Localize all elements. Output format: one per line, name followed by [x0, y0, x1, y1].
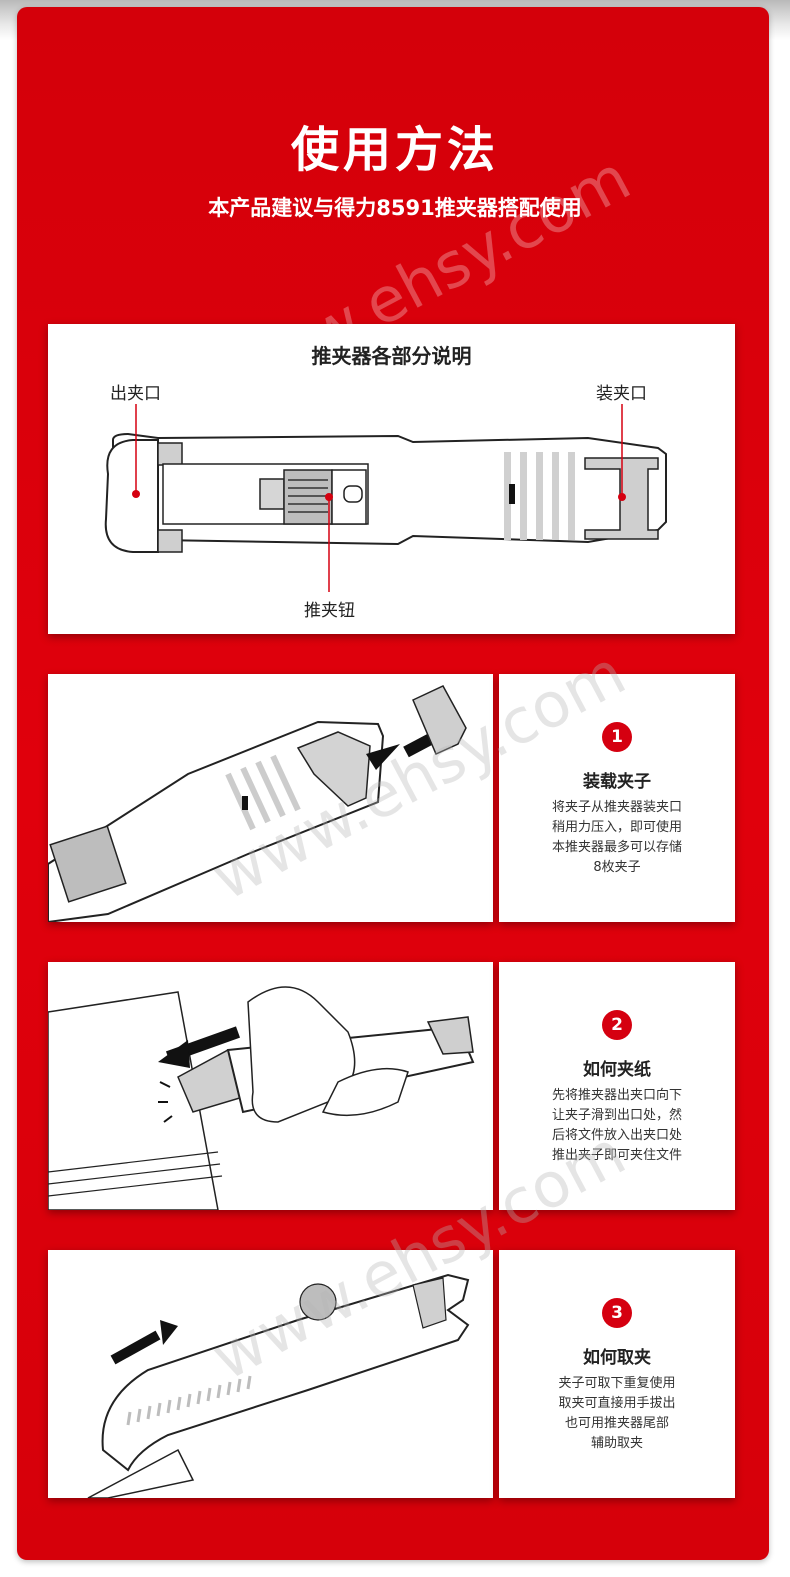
clip-paper-illustration — [48, 986, 475, 1210]
step3-line: 夹子可取下重复使用 — [558, 1376, 676, 1391]
step2-title: 如何夹纸 — [583, 1060, 651, 1080]
step1-line: 本推夹器最多可以存储 — [551, 840, 682, 855]
step1-number-badge: 1 — [602, 722, 632, 752]
parts-title: 推夹器各部分说明 — [311, 344, 472, 368]
step2-line: 让夹子滑到出口处，然 — [551, 1108, 682, 1123]
step3-text-card: 3 如何取夹 夹子可取下重复使用 取夹可直接用手拔出 也可用推夹器尾部 辅助取夹 — [499, 1250, 735, 1498]
step3-number-badge: 3 — [602, 1298, 632, 1328]
step3-line: 也可用推夹器尾部 — [564, 1416, 669, 1431]
step2-line: 后将文件放入出夹口处 — [551, 1128, 682, 1143]
step1-line: 稍用力压入，即可使用 — [551, 820, 682, 835]
remove-clip-illustration — [87, 1273, 470, 1498]
step2-illustration — [48, 962, 493, 1210]
step1-line: 8枚夹子 — [593, 860, 641, 875]
step2-line: 先将推夹器出夹口向下 — [551, 1088, 682, 1103]
load-clip-illustration — [48, 685, 467, 922]
step1-text-card: 1 装载夹子 将夹子从推夹器装夹口 稍用力压入，即可使用 本推夹器最多可以存储 … — [499, 674, 735, 922]
step1-illustration — [48, 674, 493, 922]
inlet-label: 装夹口 — [596, 384, 647, 404]
page-subtitle: 本产品建议与得力8591推夹器搭配使用 — [208, 196, 582, 220]
step2-description: 先将推夹器出夹口向下 让夹子滑到出口处，然 后将文件放入出夹口处 推出夹子即可夹… — [499, 1086, 735, 1166]
step2-number-badge: 2 — [602, 1010, 632, 1040]
clip-pusher-diagram — [104, 404, 667, 592]
step3-line: 取夹可直接用手拔出 — [558, 1396, 676, 1411]
step3-illustration — [48, 1250, 493, 1498]
step2-line: 推出夹子即可夹住文件 — [551, 1148, 682, 1163]
outlet-label: 出夹口 — [110, 384, 161, 404]
parts-card: 推夹器各部分说明 出夹口 装夹口 推夹钮 — [48, 324, 735, 634]
step3-title: 如何取夹 — [583, 1348, 651, 1368]
push-button-label: 推夹钮 — [304, 601, 355, 621]
step3-description: 夹子可取下重复使用 取夹可直接用手拔出 也可用推夹器尾部 辅助取夹 — [499, 1374, 735, 1454]
step1-description: 将夹子从推夹器装夹口 稍用力压入，即可使用 本推夹器最多可以存储 8枚夹子 — [499, 798, 735, 878]
step1-line: 将夹子从推夹器装夹口 — [551, 800, 682, 815]
step2-text-card: 2 如何夹纸 先将推夹器出夹口向下 让夹子滑到出口处，然 后将文件放入出夹口处 … — [499, 962, 735, 1210]
step3-line: 辅助取夹 — [590, 1436, 643, 1451]
page-title: 使用方法 — [290, 122, 499, 178]
step1-title: 装载夹子 — [583, 772, 651, 792]
